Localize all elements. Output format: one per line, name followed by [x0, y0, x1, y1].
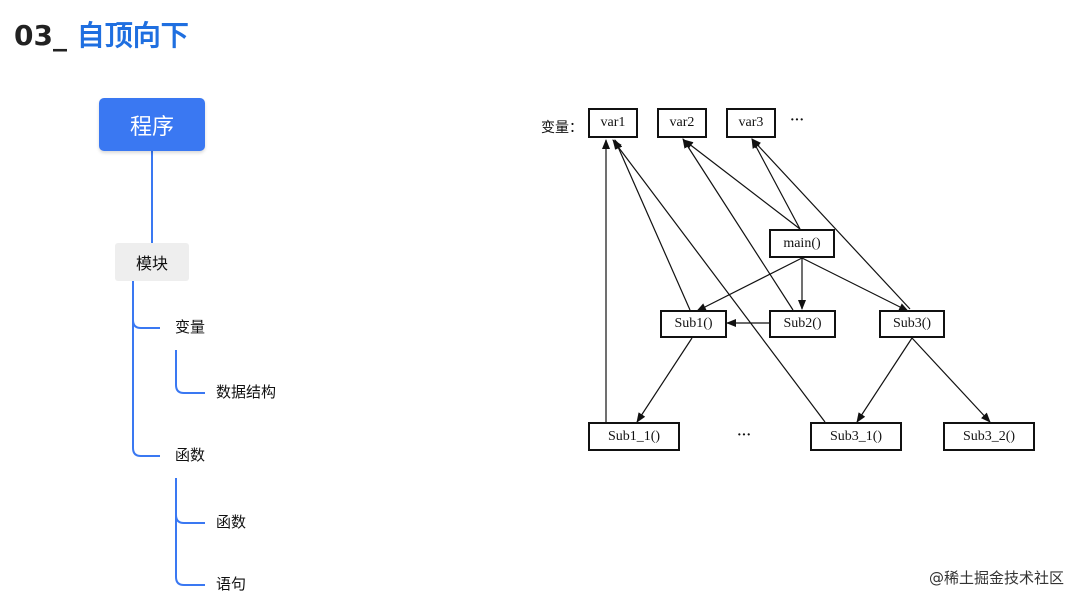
arrow-sub3_1-var1	[612, 139, 826, 423]
main-box: main()	[769, 229, 835, 258]
arrow-sub3-var3	[751, 138, 911, 310]
arrow-main-sub1	[696, 257, 803, 312]
connector-var-ds	[175, 350, 205, 394]
title-number: 03_	[14, 19, 67, 52]
footer-watermark: @稀土掘金技术社区	[928, 569, 1064, 587]
tree-node-sub-function: 函数	[216, 513, 247, 531]
connector-fn-stmt	[175, 515, 205, 586]
var1-box: var1	[588, 108, 638, 138]
sub3-box: Sub3()	[879, 310, 945, 338]
sub1-box: Sub1()	[660, 310, 727, 338]
tree-node-function: 函数	[175, 446, 206, 464]
slide-title: 03_ 自顶向下	[14, 22, 189, 50]
sub3_1-box: Sub3_1()	[810, 422, 902, 451]
subsubs-ellipsis: ···	[737, 428, 752, 443]
arrow-sub3-sub3_2	[911, 337, 991, 423]
connector-module-fn	[132, 320, 160, 457]
vars-ellipsis: ···	[790, 113, 805, 128]
arrow-main-var3	[751, 138, 801, 230]
sub1_1-box: Sub1_1()	[588, 422, 680, 451]
sub3_2-box: Sub3_2()	[943, 422, 1035, 451]
sub2-box: Sub2()	[769, 310, 836, 338]
arrow-sub1-sub1_1	[636, 337, 693, 423]
tree-node-variable: 变量	[175, 318, 206, 336]
tree-node-data-structure: 数据结构	[216, 383, 277, 401]
var3-box: var3	[726, 108, 776, 138]
title-text: 自顶向下	[76, 19, 189, 52]
arrow-sub2-var2	[682, 138, 794, 311]
arrow-main-var2	[683, 139, 801, 230]
arrow-main-sub3	[801, 257, 909, 312]
var2-box: var2	[657, 108, 707, 138]
tree-node-program: 程序	[99, 98, 205, 151]
arrow-sub3-sub3_1	[856, 337, 913, 423]
tree-node-statement: 语句	[216, 575, 247, 593]
tree-node-module: 模块	[115, 243, 189, 281]
variables-label: 变量：	[541, 121, 583, 136]
arrow-sub1-var1	[614, 139, 691, 311]
